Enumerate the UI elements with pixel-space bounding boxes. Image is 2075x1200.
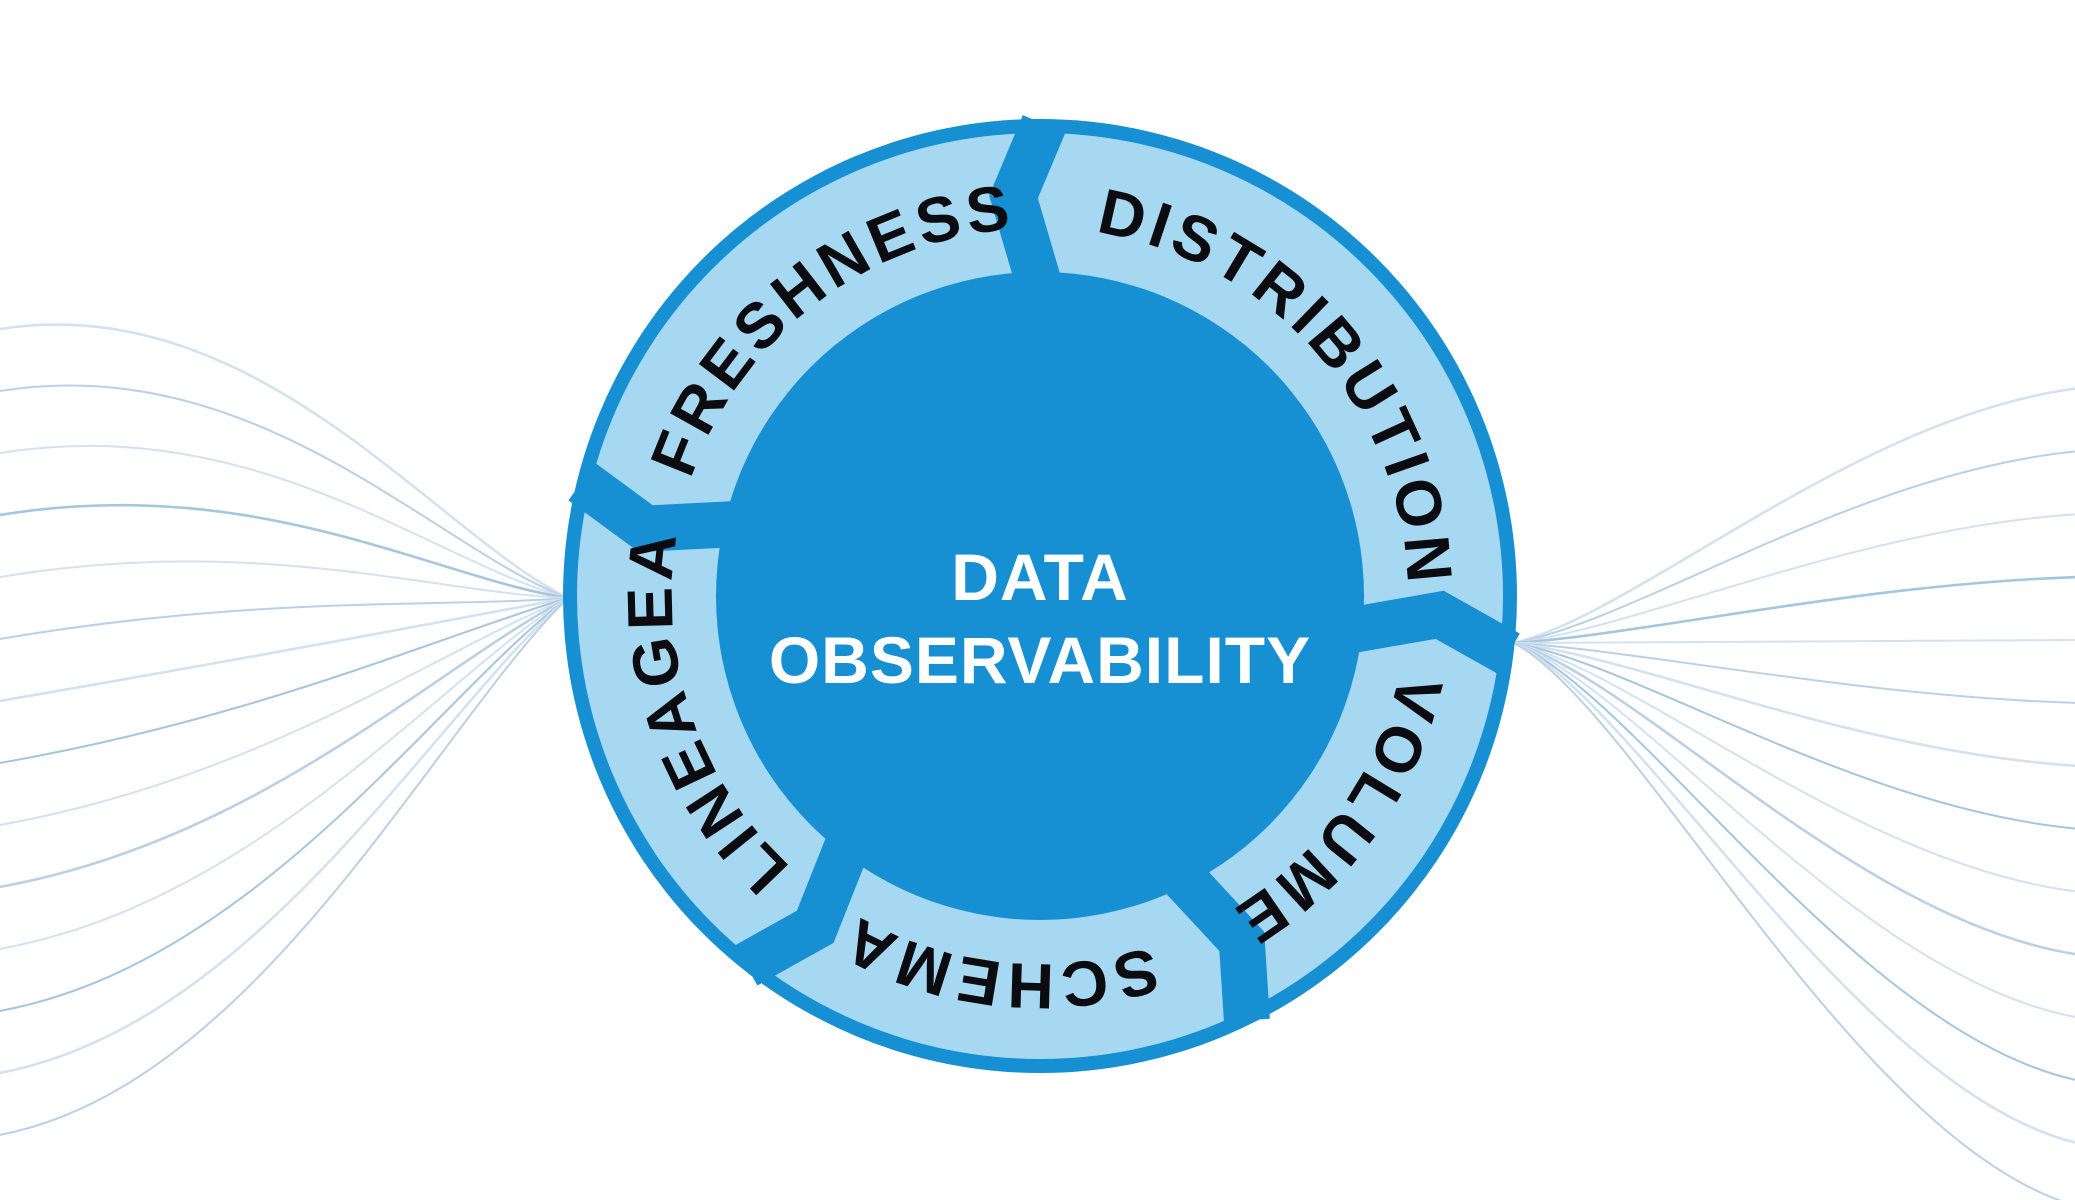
center-title-line1: DATA: [951, 540, 1129, 614]
wave-line: [1513, 642, 2075, 830]
divider-distribution-volume: [1333, 590, 1520, 674]
wave-line: [0, 597, 569, 826]
wave-line: [0, 384, 569, 599]
wave-lines-right: [1512, 387, 2075, 1200]
wave-line: [0, 597, 569, 1136]
center-title: DATA OBSERVABILITY: [769, 540, 1311, 697]
wheel-center-disc: [716, 272, 1364, 920]
wave-line: [0, 597, 569, 950]
wave-line: [1512, 641, 2075, 956]
wave-line: [1513, 642, 2062, 1200]
wave-line: [0, 596, 570, 1075]
segment-dividers: [568, 115, 1520, 1022]
wave-lines-left: [0, 323, 570, 1136]
wave-line: [0, 597, 569, 641]
wave-line: [1513, 450, 2075, 644]
wave-line: [0, 323, 570, 600]
wave-line: [1512, 575, 2075, 645]
wave-line: [1513, 513, 2075, 644]
wave-line: [1513, 642, 2075, 1081]
wave-line: [0, 596, 570, 889]
wave-line: [1513, 642, 2075, 1018]
wave-line: [1513, 642, 2075, 704]
wave-line: [0, 503, 570, 600]
wave-line: [0, 597, 569, 1012]
divider-schema-lineagea: [734, 822, 875, 986]
wave-line: [0, 444, 569, 599]
divider-freshness-distribution: [989, 115, 1066, 303]
wave-line: [0, 560, 569, 599]
wave-line: [1513, 642, 2075, 893]
center-title-line2: OBSERVABILITY: [769, 623, 1311, 697]
wave-line: [0, 597, 569, 764]
divider-lineagea-freshness: [568, 463, 751, 552]
divider-volume-schema: [1154, 849, 1270, 1022]
wave-line: [1512, 641, 2075, 1144]
wave-line: [1512, 641, 2075, 767]
wave-line: [1512, 387, 2075, 645]
wave-line: [0, 596, 570, 703]
wave-line: [1513, 639, 2075, 644]
